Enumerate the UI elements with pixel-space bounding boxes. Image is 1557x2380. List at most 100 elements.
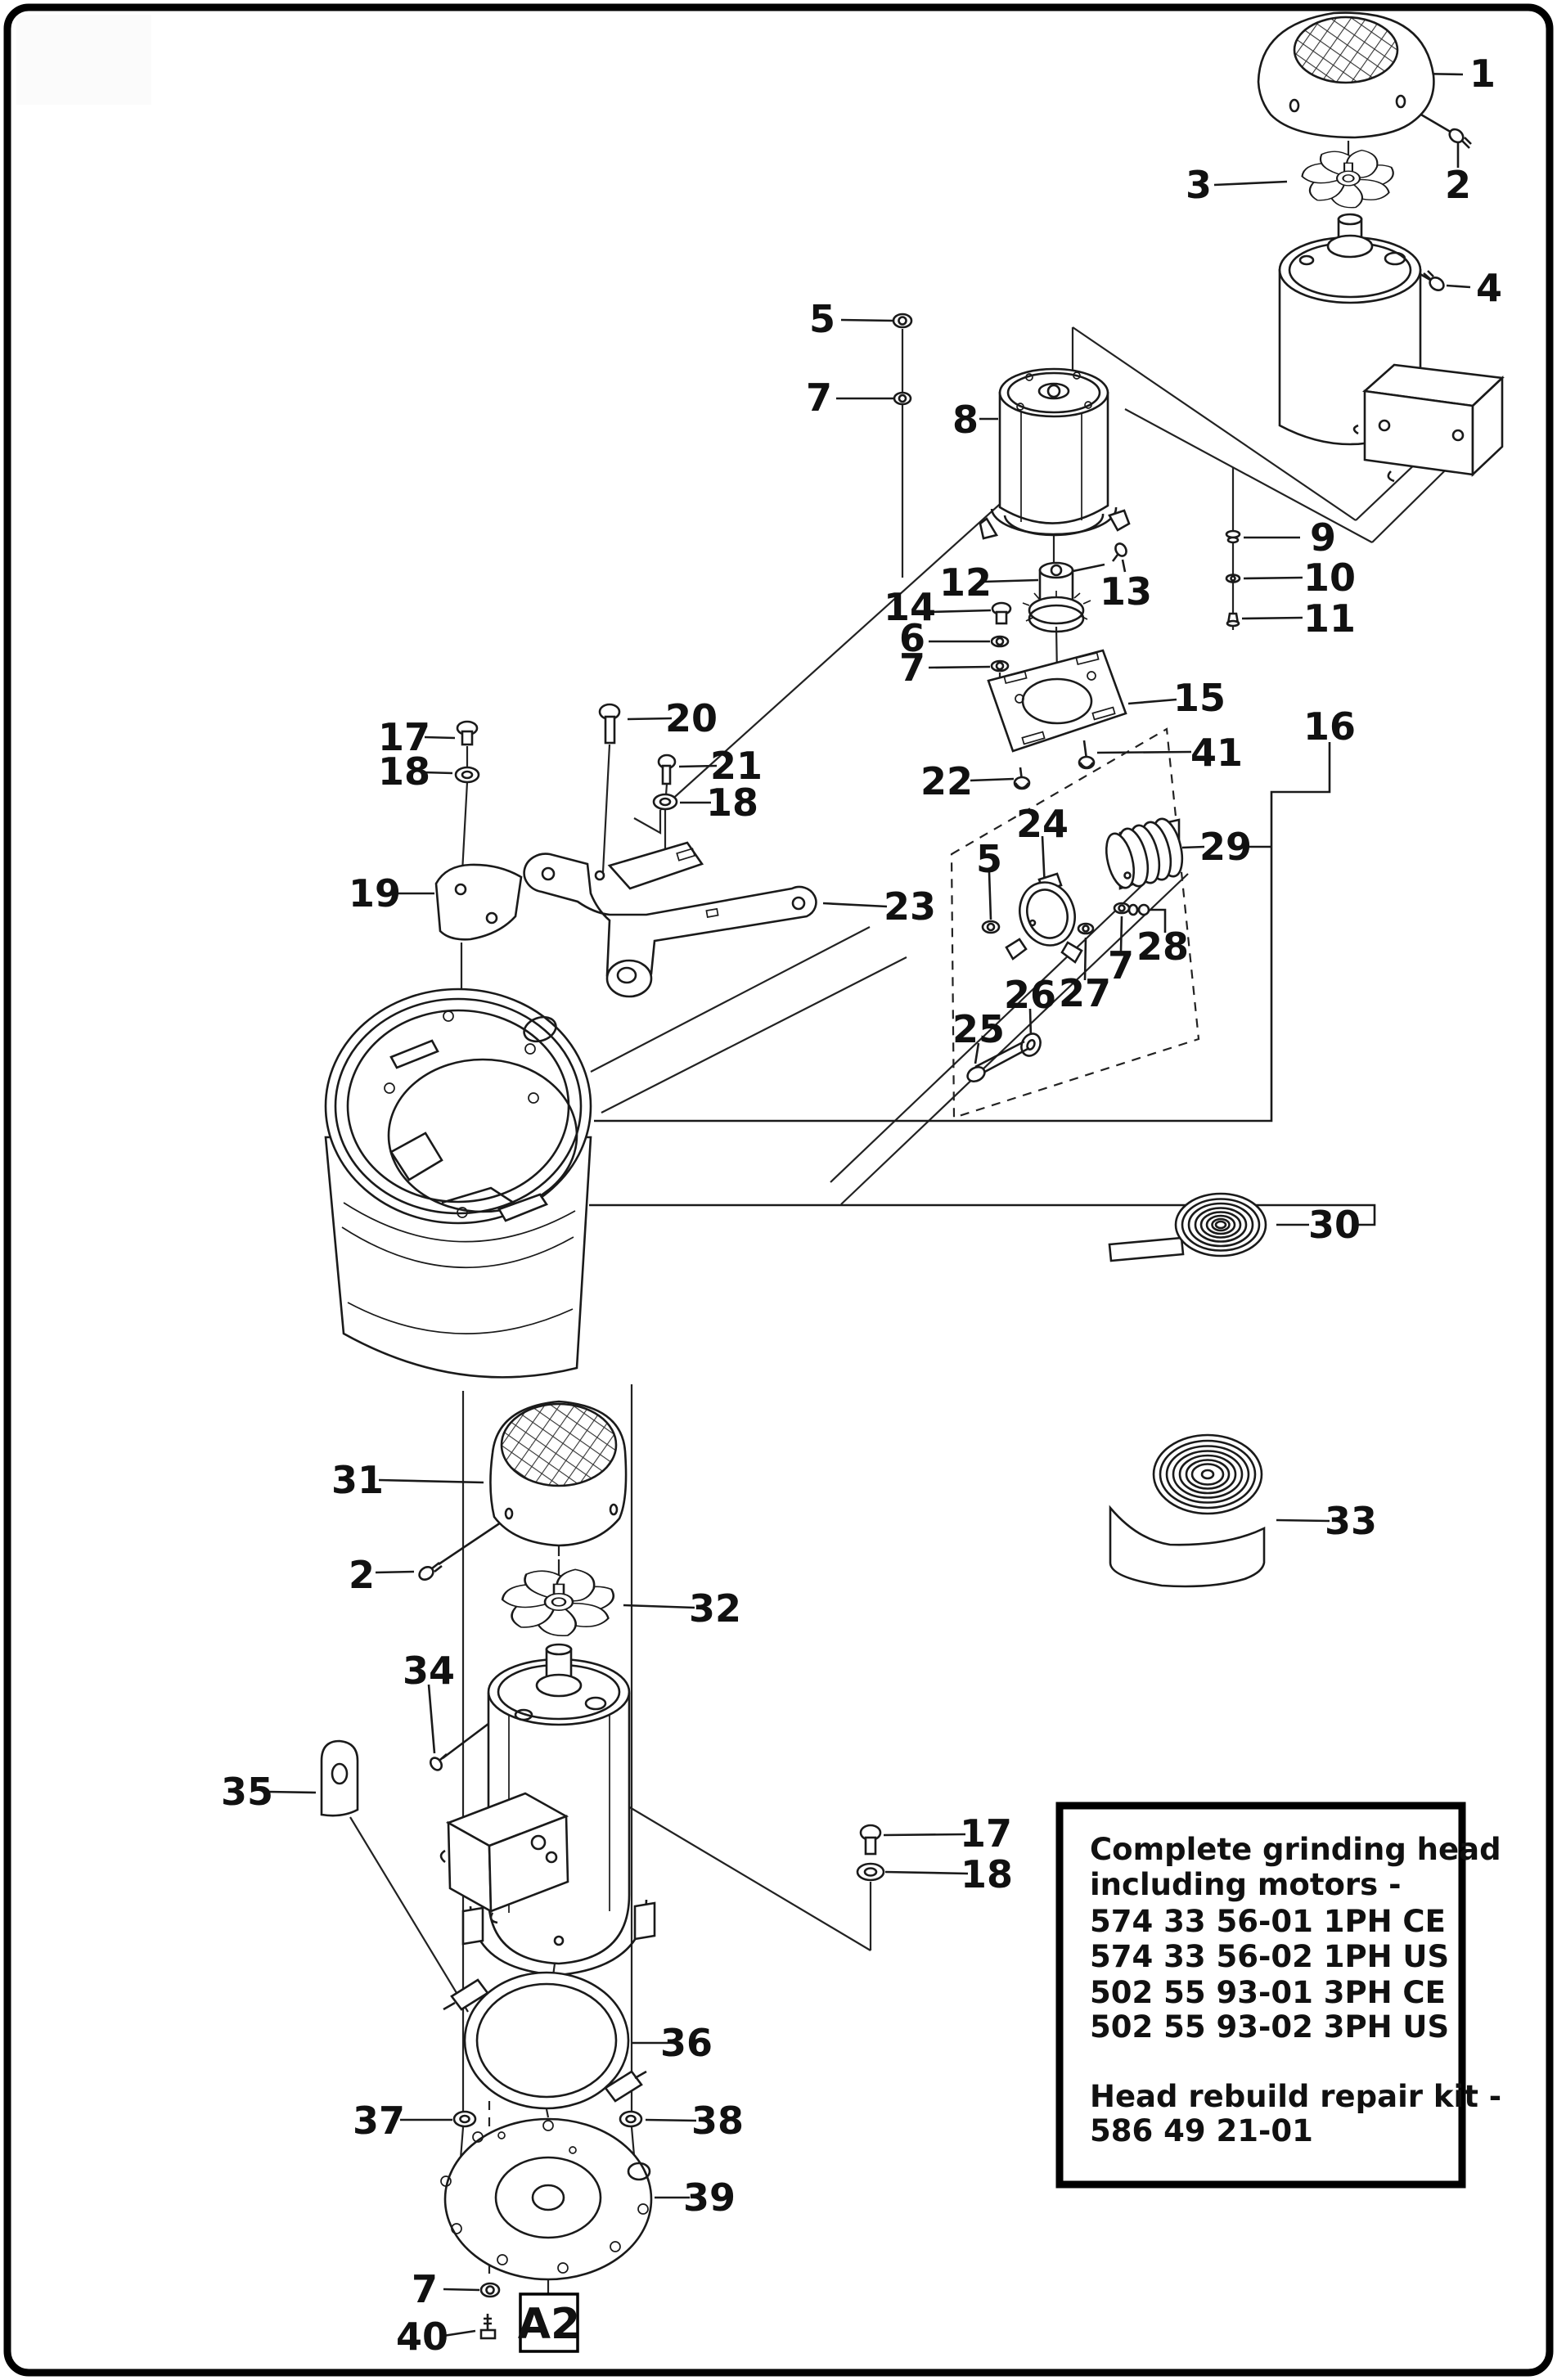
washer-38 [619,2110,643,2128]
terminal-box-lower [439,1792,569,1924]
terminal-box-top [1352,363,1505,483]
nut-5-top [892,313,913,329]
callout-9: 9 [1310,515,1336,560]
info-line-8: 586 49 21-01 [1090,2113,1313,2148]
washer-18-right [652,793,678,811]
callout-21: 21 [710,744,763,788]
callout-4: 4 [1476,266,1502,310]
callout-20: 20 [665,696,718,740]
callout-5b: 5 [976,837,1002,881]
sprocket-12 [1022,561,1091,633]
screw-13 [1111,542,1127,562]
drum-housing [324,988,592,1379]
bolt-40 [479,2314,497,2340]
parts-28 [1127,903,1150,916]
nut-27 [1077,922,1095,935]
callout-25: 25 [952,1007,1005,1051]
mounting-plate-15 [987,649,1127,753]
callout-17a: 17 [378,715,430,759]
callout-15: 15 [1173,676,1226,720]
nut-7-top [893,391,912,406]
fan-cover-31 [489,1400,628,1547]
callout-2b: 2 [349,1553,375,1597]
callout-40: 40 [396,2315,448,2359]
bellows-coupling [1105,817,1184,890]
motor-8 [979,367,1131,540]
screw-22 [1013,767,1031,790]
callout-18b: 18 [706,781,758,825]
callout-11: 11 [1303,596,1356,641]
fan-top [1298,141,1394,210]
callout-8: 8 [952,398,979,442]
screw-2-bottom [418,1561,443,1581]
bolt-20 [598,703,621,745]
callout-24: 24 [1016,802,1069,846]
callout-7b: 7 [899,646,925,690]
callout-39: 39 [683,2175,736,2220]
washer-37 [452,2110,477,2128]
clamp-ring-24 [1005,872,1083,964]
callout-18a: 18 [378,749,430,794]
washer-18-bottom [856,1862,885,1882]
callout-23: 23 [884,884,936,929]
callout-31: 31 [331,1458,384,1502]
bolt-21 [657,754,677,785]
bracket-tab-35 [320,1739,359,1817]
spider-bracket-23 [523,841,817,998]
callout-19: 19 [349,871,401,916]
subassembly-box-29 [950,727,1200,1119]
page-border [3,3,1554,2377]
info-line-5: 502 55 93-01 3PH CE [1090,1975,1446,2010]
screw-4 [1423,270,1445,292]
info-line-3: 574 33 56-01 1PH CE [1090,1904,1446,1939]
callout-16: 16 [1303,704,1356,749]
screw-41 [1078,740,1096,770]
info-line-2: including motors - [1090,1867,1401,1902]
info-line-4: 574 33 56-02 1PH US [1090,1939,1449,1974]
washer-26 [1020,1033,1042,1057]
info-line-6: 502 55 93-02 3PH US [1090,2009,1449,2045]
callout-13: 13 [1100,569,1152,614]
callout-32: 32 [689,1586,741,1631]
bolt-17-left [456,720,479,746]
callout-5: 5 [809,297,835,341]
ref-label[interactable]: A2 [518,2300,580,2349]
bolt-17-bottom [859,1824,882,1856]
seal-roll-33 [1109,1433,1266,1588]
nut-7-bottom [479,2282,501,2298]
callout-18c: 18 [961,1852,1013,1896]
callout-37: 37 [353,2099,405,2143]
fan-cover-top [1257,11,1435,139]
callout-labels: 1 2 3 4 5 7 8 9 10 11 12 13 14 6 7 15 41… [221,52,1502,2359]
callout-27: 27 [1059,971,1111,1015]
callout-12: 12 [939,560,992,605]
bolt-25 [966,1040,1030,1083]
callout-28: 28 [1136,925,1189,969]
info-line-1: Complete grinding head [1090,1832,1501,1867]
scan-artifact [16,15,151,105]
fan-32 [497,1559,615,1639]
callout-35: 35 [221,1770,273,1814]
callout-6: 6 [899,616,925,660]
callout-7c: 7 [1108,943,1134,988]
callout-22: 22 [920,759,973,803]
bolt-14-nut-6-nut-7 [990,601,1012,673]
washer-18-left [454,766,480,784]
callout-33: 33 [1325,1499,1377,1543]
leader-lines [267,72,1471,2337]
callout-34: 34 [403,1649,455,1693]
base-plate-39 [440,2117,653,2281]
callout-41: 41 [1190,731,1243,775]
info-line-7: Head rebuild repair kit - [1090,2079,1501,2114]
clamp-band-36 [443,1971,647,2110]
seal-roll-30 [1108,1192,1267,1262]
info-box: Complete grinding head including motors … [1055,1802,1501,2189]
ref-box-a2[interactable]: A2 [518,2292,580,2353]
callout-2: 2 [1445,163,1471,207]
callout-38: 38 [691,2099,744,2143]
callout-17b: 17 [960,1811,1012,1856]
callout-14: 14 [884,585,936,629]
callout-3: 3 [1186,163,1212,207]
screw-2-top [1448,128,1472,149]
callout-36: 36 [660,2021,713,2065]
